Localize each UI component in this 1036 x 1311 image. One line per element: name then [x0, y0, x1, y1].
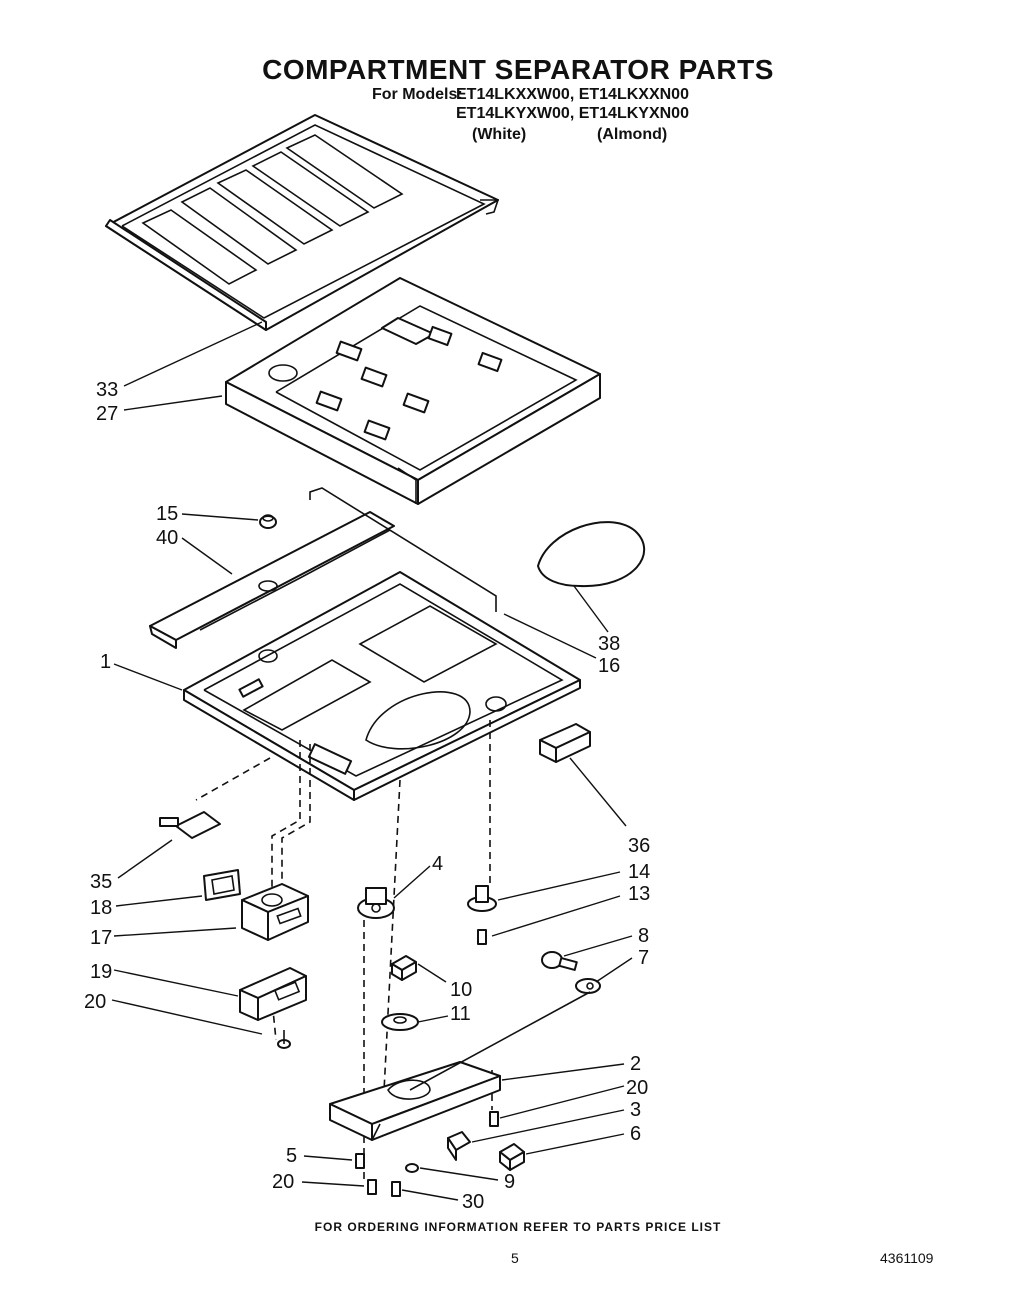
part-3-switch [447, 1131, 471, 1161]
callout-numbers: 33 27 15 40 38 16 1 36 35 4 14 13 18 17 … [84, 379, 650, 1213]
part-27-separator-block [225, 277, 601, 505]
part-8-bulb [541, 951, 578, 971]
ordering-info-footer: FOR ORDERING INFORMATION REFER TO PARTS … [314, 1220, 722, 1234]
models-for-label: For Models: [372, 86, 463, 103]
part-4-holder [357, 887, 395, 919]
callout-20-left: 20 [84, 991, 106, 1013]
part-18-frame [203, 869, 241, 901]
part-19-bracket [239, 967, 307, 1021]
part-35-clip [159, 811, 221, 839]
callout-3: 3 [630, 1099, 641, 1121]
callout-13: 13 [628, 883, 650, 905]
assembly-line-17b [281, 744, 311, 892]
part-5-screw [355, 1153, 365, 1169]
callout-7: 7 [638, 947, 649, 969]
part-1-base-pan [183, 571, 581, 801]
callout-20-tray: 20 [626, 1077, 648, 1099]
callout-36: 36 [628, 835, 650, 857]
assembly-line-35 [195, 757, 271, 801]
part-6-switch [499, 1143, 525, 1171]
callout-30: 30 [462, 1191, 484, 1213]
callout-40: 40 [156, 527, 178, 549]
part-20-screw-tray [489, 1111, 499, 1127]
callout-14: 14 [628, 861, 650, 883]
part-2-tray [329, 991, 591, 1141]
part-10-socket [391, 955, 417, 981]
callout-9: 9 [504, 1171, 515, 1193]
callout-6: 6 [630, 1123, 641, 1145]
part-33-shelf [105, 114, 500, 331]
callout-19: 19 [90, 961, 112, 983]
part-11-washer [381, 1013, 419, 1031]
callout-10: 10 [450, 979, 472, 1001]
callout-20-bottom: 20 [272, 1171, 294, 1193]
page-number: 5 [511, 1250, 519, 1266]
callout-38: 38 [598, 633, 620, 655]
part-20-screw-left [277, 1030, 291, 1049]
callout-17: 17 [90, 927, 112, 949]
callout-18: 18 [90, 897, 112, 919]
callout-1: 1 [100, 651, 111, 673]
callout-5: 5 [286, 1145, 297, 1167]
leader-lines [111, 321, 633, 1201]
callout-33: 33 [96, 379, 118, 401]
callout-27: 27 [96, 403, 118, 425]
color-almond-label: (Almond) [597, 126, 668, 143]
callout-8: 8 [638, 925, 649, 947]
callout-15: 15 [156, 503, 178, 525]
part-40-bracket [149, 511, 395, 649]
document-number: 4361109 [880, 1250, 934, 1266]
part-14-socket [467, 885, 497, 912]
models-line-1: ET14LKXXW00, ET14LKXXN00 [456, 86, 689, 103]
part-38-cover [537, 521, 646, 588]
callout-16: 16 [598, 655, 620, 677]
part-7-holder [575, 978, 601, 994]
color-white-label: (White) [472, 126, 527, 143]
part-17-housing [241, 883, 309, 941]
part-30-screw [391, 1181, 401, 1197]
page-title: COMPARTMENT SEPARATOR PARTS [262, 54, 774, 85]
callout-2: 2 [630, 1053, 641, 1075]
callout-11: 11 [450, 1003, 471, 1025]
assembly-line-17 [271, 740, 301, 892]
part-36-block [539, 723, 591, 763]
part-9-washer [405, 1163, 419, 1173]
assembly-line-4 [381, 779, 401, 1131]
part-15-nut [259, 514, 277, 529]
models-line-2: ET14LKYXW00, ET14LKYXN00 [456, 105, 689, 122]
part-16-rod [309, 487, 497, 612]
callout-35: 35 [90, 871, 112, 893]
callout-4: 4 [432, 853, 443, 875]
part-13-screw [477, 929, 487, 945]
part-20-screw-bottom [367, 1179, 377, 1195]
